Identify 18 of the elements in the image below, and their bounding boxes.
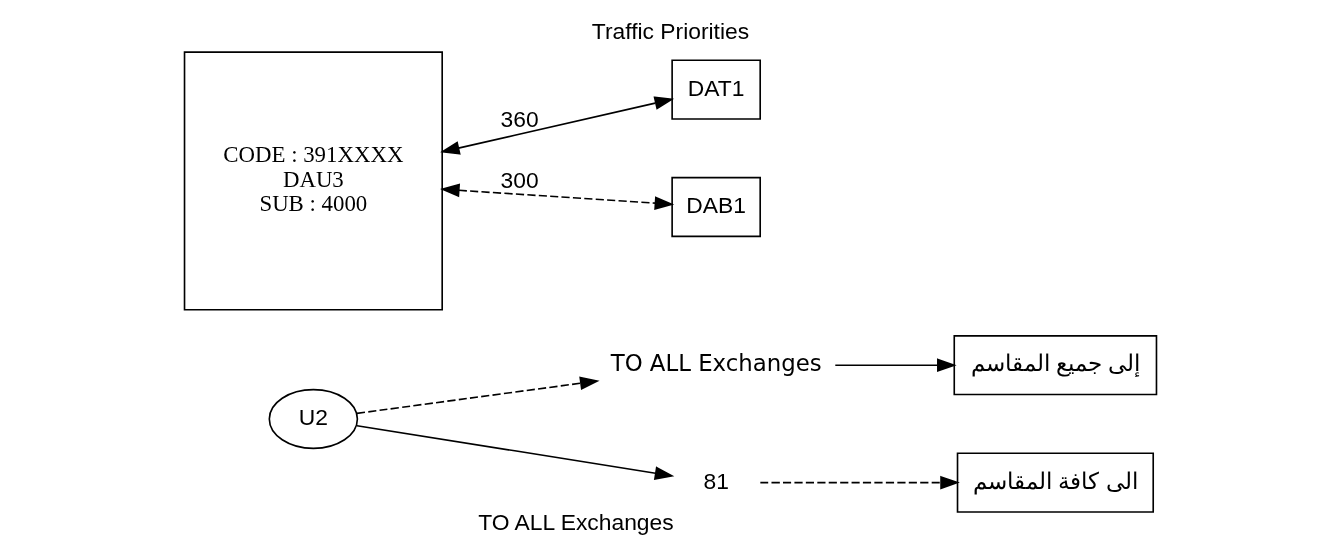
arrow [759,475,960,490]
node-box: CODE : 391XXXX DAU3 SUB : 4000 [183,51,443,311]
node-text: TO ALL Exchanges [610,350,822,377]
node-box: DAT1 [670,59,761,120]
edge-label: 300 [500,166,539,193]
node-label: TO ALL Exchanges [477,509,674,536]
node-text: 81 [702,467,729,494]
node-box: DAB1 [670,176,761,238]
node-box: إلى جميع المقاسم [952,335,1157,396]
node-ellipse: U2 [268,388,358,450]
node-box: الى كافة المقاسم [956,452,1154,513]
edge-label: 360 [500,106,539,133]
diagram-title: Traffic Priorities [591,18,749,45]
arrow [833,358,957,373]
arrow [439,96,674,155]
arrow [355,376,600,415]
arrow [355,424,674,480]
arrow [439,183,674,210]
